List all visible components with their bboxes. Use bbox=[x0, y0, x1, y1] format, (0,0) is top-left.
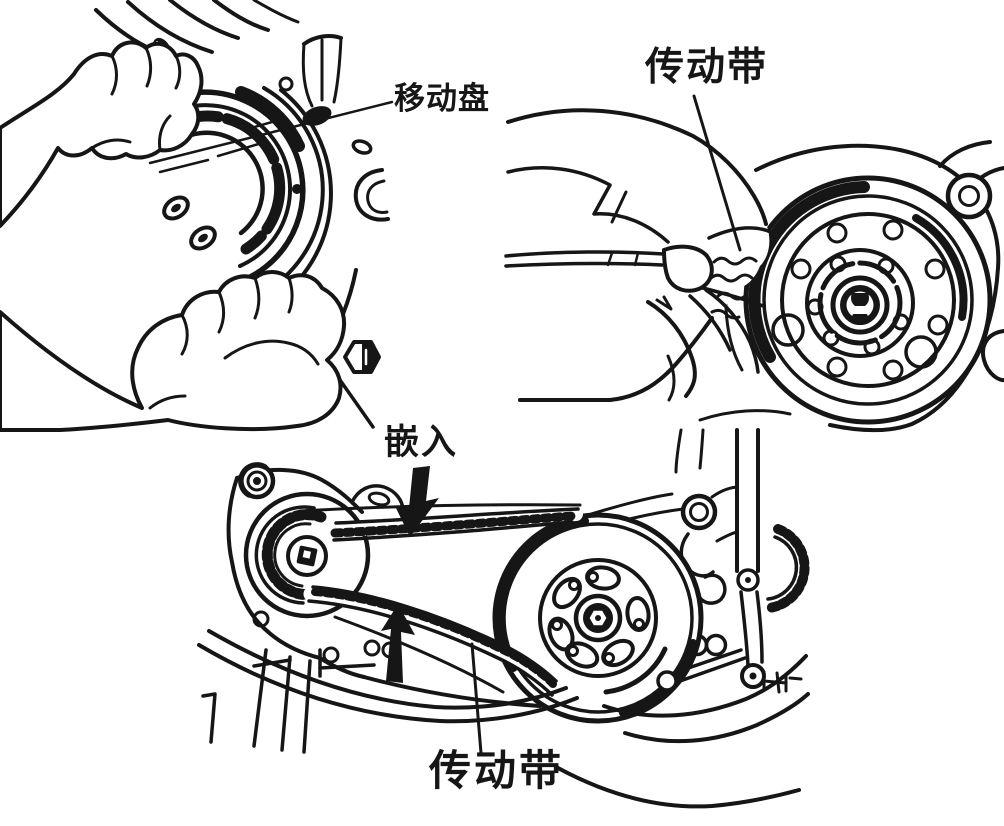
engine-case bbox=[226, 428, 743, 708]
hand-arm bbox=[504, 108, 770, 402]
callout-movable-face: 移动盘 bbox=[394, 81, 490, 117]
leader-movable-face bbox=[148, 100, 394, 165]
pulley-hub bbox=[805, 248, 915, 358]
callout-drive-belt-install: 传动带 bbox=[645, 44, 769, 90]
frame-tubes bbox=[197, 629, 579, 754]
case-slot bbox=[351, 139, 373, 155]
kick-gear bbox=[764, 524, 810, 613]
drive-pulley bbox=[243, 491, 371, 619]
lower-hand bbox=[0, 270, 347, 432]
callout-insert: 嵌入 bbox=[384, 422, 459, 463]
roller-weights bbox=[162, 195, 217, 251]
arrow-down-icon bbox=[395, 466, 439, 537]
rear-fender bbox=[556, 654, 810, 809]
bracket-bolt bbox=[680, 493, 718, 531]
strut bbox=[735, 428, 760, 592]
thumb bbox=[662, 244, 714, 293]
drive-belt-top-run bbox=[327, 507, 583, 542]
linkage bbox=[656, 590, 803, 694]
hex-bolt bbox=[343, 340, 381, 374]
leader-lines bbox=[148, 94, 742, 755]
clutch-pulley bbox=[743, 175, 993, 425]
drive-belt bbox=[688, 226, 773, 374]
case-notch bbox=[981, 329, 1004, 383]
figure-belt-routing bbox=[197, 428, 810, 809]
bolt-holes bbox=[771, 219, 949, 381]
lightening-holes bbox=[547, 565, 651, 669]
leader-line-bolt bbox=[338, 378, 375, 429]
leader-belt-install bbox=[692, 94, 742, 252]
engine-case bbox=[698, 140, 1004, 433]
drive-belt-bottom-run bbox=[303, 585, 563, 697]
case-hook bbox=[353, 168, 390, 222]
leader-belt-routing bbox=[470, 642, 483, 755]
upper-hand bbox=[0, 40, 204, 228]
case-bolt-ear bbox=[945, 172, 993, 220]
arrow-up-icon bbox=[381, 604, 415, 683]
case-boss bbox=[243, 491, 371, 619]
callout-drive-belt-routing: 传动带 bbox=[429, 746, 565, 795]
figure-movable-face bbox=[0, 0, 390, 432]
finger bbox=[504, 250, 666, 258]
belt-wrap-teeth bbox=[261, 509, 327, 601]
figure-belt-install bbox=[504, 108, 1004, 433]
